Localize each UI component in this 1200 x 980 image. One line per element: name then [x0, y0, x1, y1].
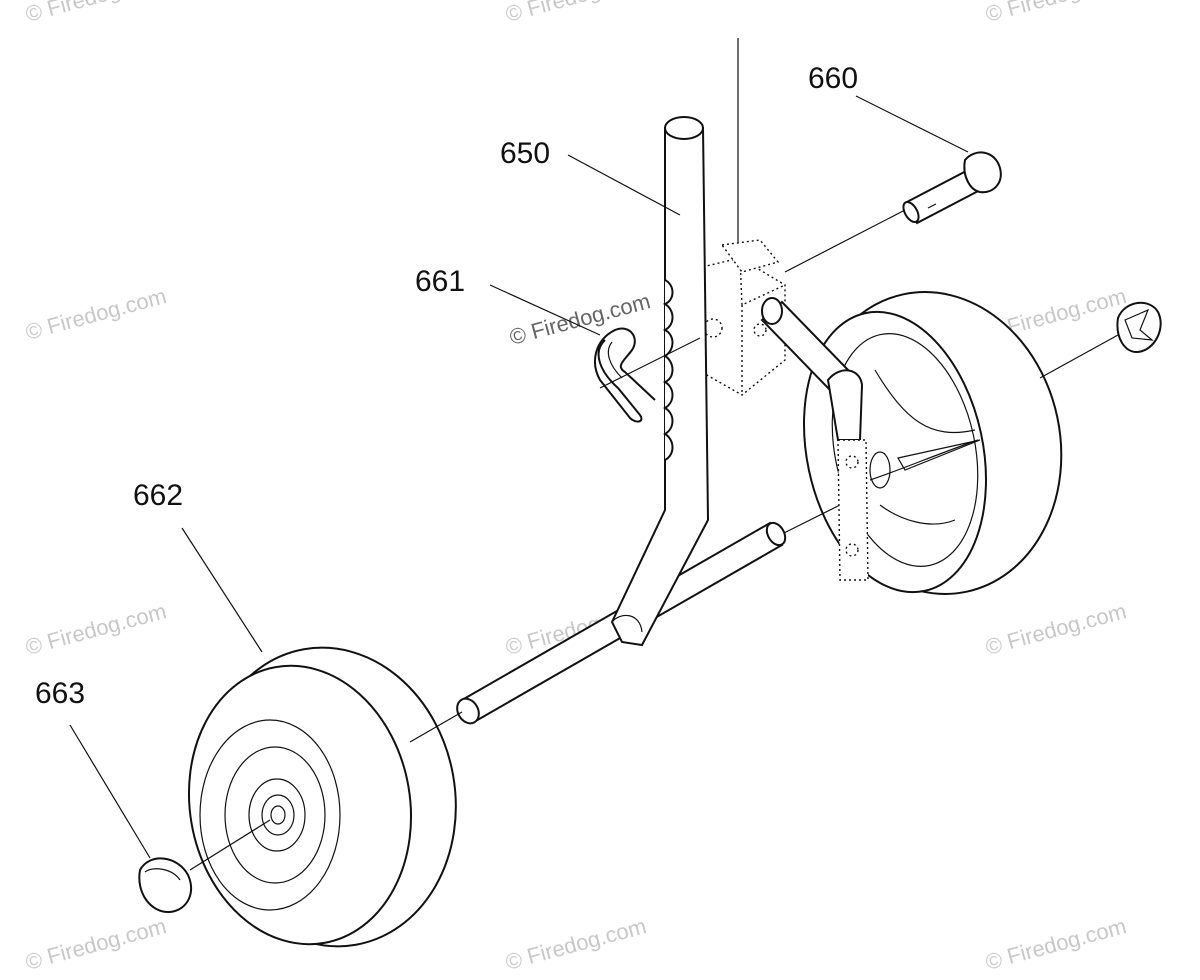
- right-hub-cap: [1116, 302, 1162, 354]
- frame-bracket: [697, 239, 786, 396]
- leader-cap-to-wheel: [189, 819, 271, 871]
- clip-centerline: [599, 337, 701, 389]
- callout-662: 662: [133, 479, 263, 653]
- callout-label-663: 663: [35, 677, 85, 710]
- pin-centerline: [784, 209, 906, 273]
- left-wheel-662: [187, 646, 457, 948]
- watermark: © Firedog.com: [503, 913, 649, 975]
- leader-axle-left: [409, 711, 463, 743]
- watermark: © Firedog.com: [23, 913, 169, 975]
- hub-cap-663: [138, 857, 193, 914]
- watermark: © Firedog.com: [23, 598, 169, 660]
- watermark: © Firedog.com: [23, 283, 169, 345]
- leader-right-cap: [1039, 334, 1119, 379]
- axle-arm: [760, 297, 869, 581]
- callout-label-650: 650: [500, 137, 550, 170]
- r-clip-661: [594, 327, 656, 423]
- watermark: © Firedog.com: [983, 598, 1129, 660]
- callout-663: 663: [35, 677, 151, 859]
- watermark: © Firedog.com: [503, 0, 649, 27]
- callout-label-661: 661: [415, 265, 465, 298]
- callout-label-660: 660: [808, 62, 858, 95]
- callout-650: 650: [500, 137, 681, 216]
- watermark: © Firedog.com: [983, 0, 1129, 27]
- handle-650: [610, 116, 710, 647]
- callout-661: 661: [415, 265, 601, 336]
- callout-label-662: 662: [133, 479, 183, 512]
- watermark: © Firedog.com: [983, 913, 1129, 975]
- pin-660: [902, 151, 1002, 225]
- watermark: © Firedog.com: [23, 0, 169, 27]
- callout-660: 660: [808, 62, 969, 153]
